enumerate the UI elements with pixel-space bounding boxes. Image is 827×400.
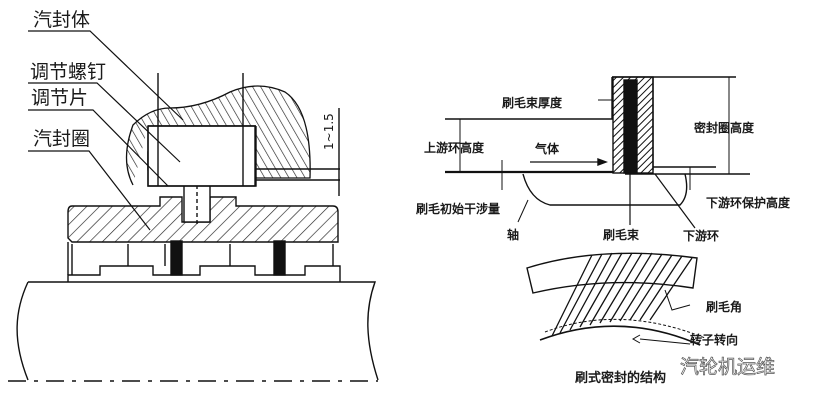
caption: 刷式密封的结构 bbox=[575, 370, 666, 386]
watermark: 汽轮机运维 bbox=[680, 356, 775, 378]
label-bristle-angle: 刷毛角 bbox=[706, 299, 742, 314]
label-bristle-pack: 刷毛束 bbox=[603, 227, 640, 242]
label-bristle-thickness: 刷毛束厚度 bbox=[502, 95, 563, 110]
label-adjust-plate: 调节片 bbox=[31, 87, 88, 109]
right-labels: 刷毛束厚度 上游环高度 气体 密封圈高度 刷毛初始干涉量 下游环保护高度 轴 刷… bbox=[416, 95, 791, 386]
label-seal-body: 汽封体 bbox=[33, 9, 90, 31]
labyrinth-seal-diagram bbox=[8, 30, 379, 382]
label-gas: 气体 bbox=[534, 141, 560, 156]
left-labels: 汽封体 调节螺钉 调节片 汽封圈 1~1.5 bbox=[30, 9, 336, 150]
brush-seal-diagram bbox=[445, 76, 750, 346]
label-adjust-screw: 调节螺钉 bbox=[30, 61, 106, 83]
label-rotor-direction: 转子转向 bbox=[690, 332, 738, 347]
seal-body bbox=[125, 85, 311, 186]
dimension-gap: 1~1.5 bbox=[322, 113, 336, 150]
label-initial-interference: 刷毛初始干涉量 bbox=[416, 201, 500, 216]
label-upstream-ring-height: 上游环高度 bbox=[424, 140, 485, 155]
label-downstream-ring: 下游环 bbox=[683, 228, 719, 243]
shaft bbox=[16, 281, 379, 381]
label-shaft: 轴 bbox=[507, 227, 519, 242]
label-seal-ring: 汽封圈 bbox=[33, 128, 90, 150]
bristle-hatching bbox=[551, 252, 693, 337]
label-seal-ring-height: 密封圈高度 bbox=[694, 120, 755, 135]
label-downstream-protect-height: 下游环保护高度 bbox=[706, 195, 791, 210]
